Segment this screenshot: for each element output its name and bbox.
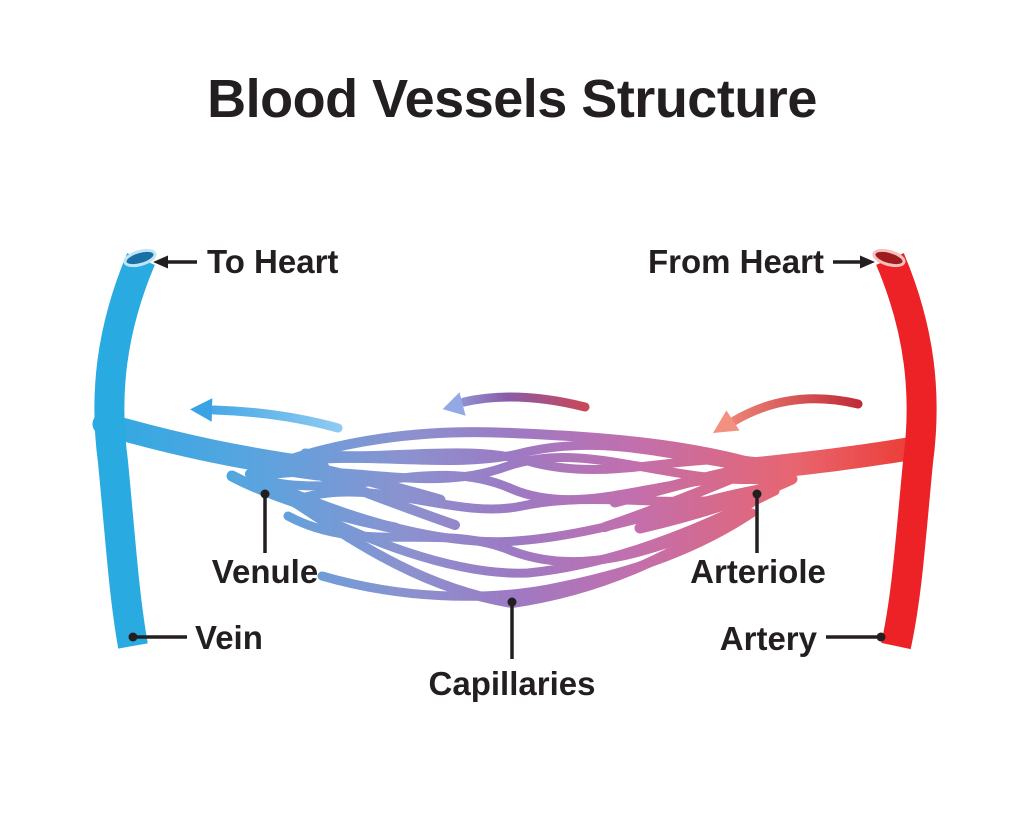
capillary-flow-arrow	[442, 392, 590, 416]
artery-tube	[876, 253, 937, 650]
label-vein: Vein	[195, 619, 263, 656]
label-arteriole: Arteriole	[690, 553, 826, 590]
vein-opening	[123, 248, 157, 268]
from-heart-arrowhead-icon	[860, 255, 875, 269]
artery-pointer-dot	[876, 632, 886, 642]
vein-pointer-dot	[128, 632, 138, 642]
vein-vessel	[94, 248, 157, 649]
page-title: Blood Vessels Structure	[207, 69, 817, 129]
to-heart-arrowhead-icon	[153, 255, 168, 269]
capillaries-pointer-dot	[507, 597, 517, 607]
flow-arrows	[190, 392, 863, 433]
label-from-heart: From Heart	[648, 243, 824, 280]
venule-pointer-dot	[260, 489, 270, 499]
capillary-strand	[317, 508, 757, 601]
label-to-heart: To Heart	[207, 243, 338, 280]
label-artery: Artery	[720, 620, 818, 657]
artery-vessel	[872, 248, 937, 650]
arrowhead-icon	[190, 398, 213, 422]
capillary-strand	[253, 452, 787, 485]
venous-flow-arrow	[190, 398, 343, 433]
arterial-flow-arrow	[713, 394, 863, 433]
arrowhead-icon	[442, 392, 466, 416]
capillary-strand	[287, 487, 773, 514]
arteriole-pointer-dot	[752, 489, 762, 499]
label-pointers	[128, 255, 886, 659]
capillary-bed	[92, 412, 932, 609]
arrowhead-icon	[713, 410, 740, 433]
capillary-strand	[257, 470, 785, 505]
artery-opening	[872, 248, 906, 268]
label-capillaries: Capillaries	[429, 665, 596, 702]
capillary-strand	[245, 427, 793, 479]
capillary-strand	[300, 448, 768, 474]
capillary-strand	[283, 511, 747, 567]
label-venule: Venule	[212, 553, 318, 590]
vein-tube	[94, 253, 155, 649]
